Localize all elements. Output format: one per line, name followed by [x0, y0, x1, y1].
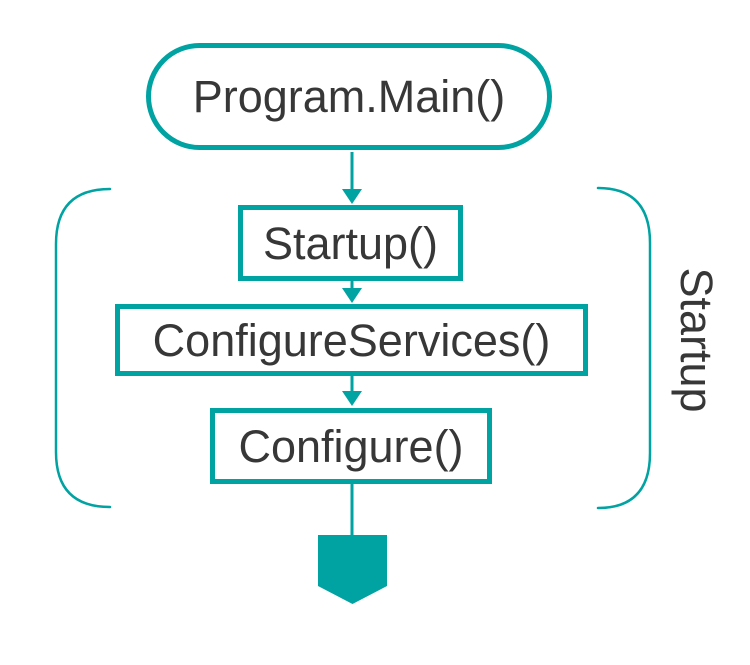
arrowhead-icon — [342, 189, 362, 204]
group-bracket-right — [596, 186, 652, 510]
node-program-main-label: Program.Main() — [192, 71, 506, 122]
node-configure-label: Configure() — [238, 420, 464, 472]
node-startup: Startup() — [238, 205, 463, 281]
arrowhead-icon — [342, 391, 362, 406]
node-program-main: Program.Main() — [146, 43, 552, 150]
group-label-text: Startup — [671, 267, 723, 413]
group-label-startup: Startup — [671, 260, 723, 420]
node-startup-label: Startup() — [262, 217, 439, 269]
node-configure-services: ConfigureServices() — [115, 304, 588, 376]
arrowhead-icon — [342, 288, 362, 303]
group-bracket-left — [54, 187, 112, 509]
node-configure: Configure() — [210, 408, 492, 484]
pentagon-terminator-icon — [318, 535, 387, 604]
node-configure-services-label: ConfigureServices() — [152, 314, 551, 366]
